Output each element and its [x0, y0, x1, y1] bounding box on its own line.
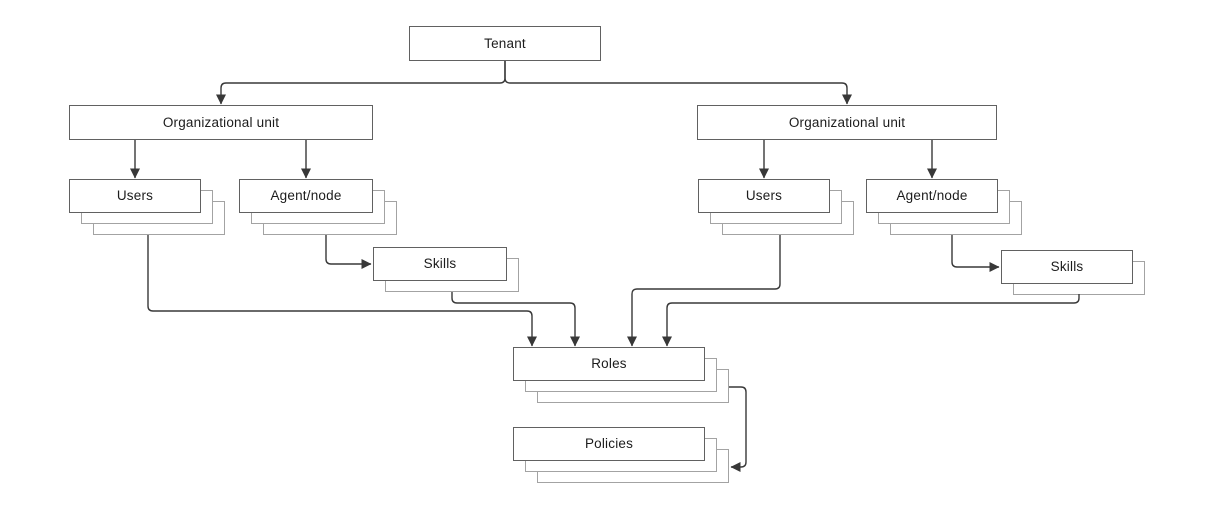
node-org-unit-right: Organizational unit — [697, 105, 997, 140]
node-policies: Policies — [513, 427, 729, 483]
users-right-box: Users — [698, 179, 830, 213]
edge-tenant-to-org-left — [216, 61, 506, 105]
node-users-right: Users — [698, 179, 854, 235]
node-users-left: Users — [69, 179, 225, 235]
skills-right-box: Skills — [1001, 250, 1133, 284]
edge-tenant-to-org-right — [504, 61, 852, 105]
node-skills-left: Skills — [373, 247, 519, 292]
tenant-box: Tenant — [409, 26, 601, 61]
edge-users-right-to-roles — [627, 235, 781, 347]
policies-box: Policies — [513, 427, 705, 461]
skills-left-box: Skills — [373, 247, 507, 281]
edge-agent-right-to-skills-right — [951, 235, 1000, 272]
agent-node-right-label: Agent/node — [896, 188, 968, 204]
node-skills-right: Skills — [1001, 250, 1145, 295]
node-agent-node-left: Agent/node — [239, 179, 397, 235]
edge-roles-to-policies — [729, 386, 747, 472]
agent-node-right-box: Agent/node — [866, 179, 998, 213]
agent-node-left-box: Agent/node — [239, 179, 373, 213]
org-unit-right-label: Organizational unit — [788, 114, 906, 130]
users-left-box: Users — [69, 179, 201, 213]
tenant-label: Tenant — [484, 35, 526, 51]
org-unit-right-box: Organizational unit — [697, 105, 997, 140]
skills-left-label: Skills — [423, 256, 457, 272]
roles-box: Roles — [513, 347, 705, 381]
org-unit-left-box: Organizational unit — [69, 105, 373, 140]
node-agent-node-right: Agent/node — [866, 179, 1022, 235]
org-unit-left-label: Organizational unit — [162, 114, 280, 130]
roles-label: Roles — [591, 356, 627, 372]
edge-skills-left-to-roles — [451, 292, 580, 347]
node-roles: Roles — [513, 347, 729, 403]
policies-label: Policies — [584, 436, 634, 452]
edge-agent-left-to-skills-left — [325, 235, 372, 269]
agent-node-left-label: Agent/node — [270, 188, 342, 204]
skills-right-label: Skills — [1050, 259, 1084, 275]
node-tenant: Tenant — [409, 26, 601, 61]
users-left-label: Users — [116, 188, 154, 204]
edge-skills-right-to-roles — [662, 294, 1080, 347]
users-right-label: Users — [745, 188, 783, 204]
node-org-unit-left: Organizational unit — [69, 105, 373, 140]
